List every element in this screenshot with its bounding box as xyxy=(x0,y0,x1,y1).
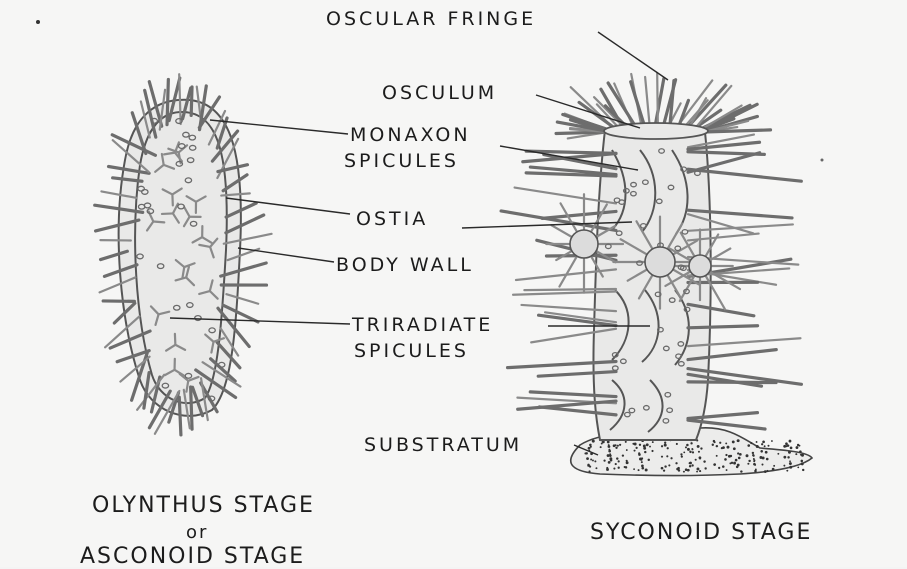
caption-or: or xyxy=(186,524,208,542)
syconoid-sponge xyxy=(501,73,812,476)
caption-olynthus-stage: OLYNTHUS STAGE xyxy=(92,495,315,517)
label-oscular-fringe: OSCULAR FRINGE xyxy=(326,10,536,29)
label-osculum: OSCULUM xyxy=(382,84,497,103)
olynthus-sponge xyxy=(95,74,272,435)
label-monaxon: MONAXON xyxy=(350,126,471,145)
label-triradiate-spicules: SPICULES xyxy=(354,342,469,361)
label-monaxon-spicules: SPICULES xyxy=(344,152,459,171)
label-substratum: SUBSTRATUM xyxy=(364,436,522,455)
label-triradiate: TRIRADIATE xyxy=(352,316,493,335)
caption-syconoid-stage: SYCONOID STAGE xyxy=(590,522,812,544)
label-ostia: OSTIA xyxy=(356,210,428,229)
label-body-wall: BODY WALL xyxy=(336,256,474,275)
caption-asconoid-stage: ASCONOID STAGE xyxy=(80,546,305,568)
